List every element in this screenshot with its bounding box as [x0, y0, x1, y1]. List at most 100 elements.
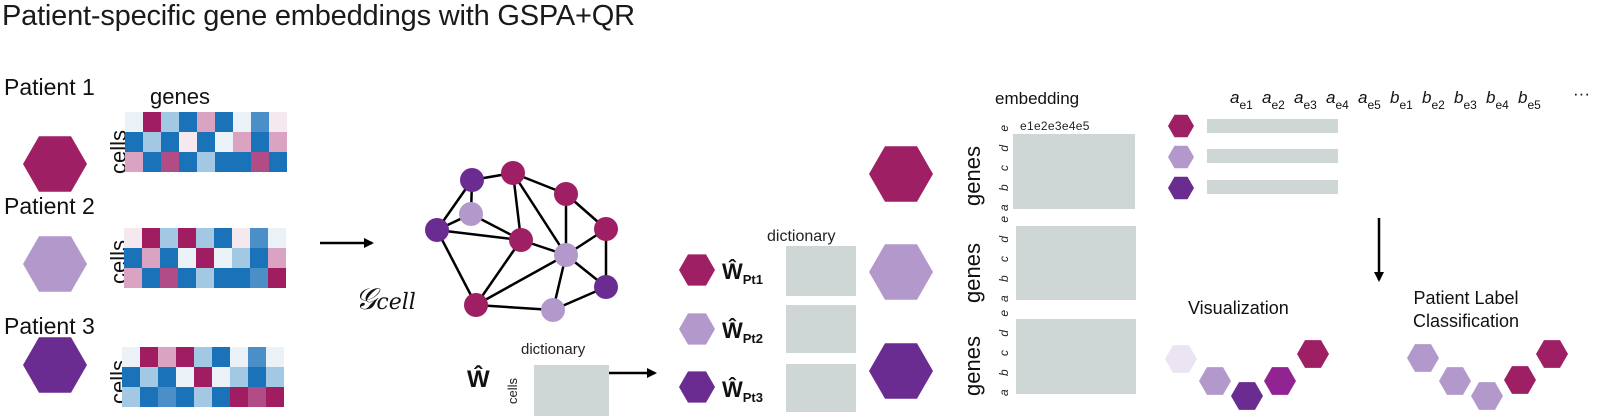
heatmap-cell [250, 268, 268, 288]
embedding-pt3-matrix [1016, 319, 1136, 394]
classification-point-hexagon-icon [1471, 382, 1503, 410]
heatmap-cell [176, 367, 194, 387]
heatmap-cell [250, 228, 268, 248]
coefficient-subscript: e2 [1431, 98, 1445, 112]
heatmap-cell [196, 228, 214, 248]
coefficient-base: b [1486, 88, 1496, 107]
w-pt1-label: ŴPt1 [722, 259, 763, 287]
heatmap-cell [251, 132, 269, 152]
figure-title: Patient-specific gene embeddings with GS… [2, 0, 635, 32]
w-symbol: Ŵ [722, 259, 743, 284]
embedding-pt1-matrix [1013, 134, 1135, 209]
heatmap-cell [142, 268, 160, 288]
heatmap-cell [269, 112, 287, 132]
flattened-pt2-hexagon-icon [1168, 145, 1194, 169]
heatmap-cell [124, 268, 142, 288]
heatmap-cell [196, 248, 214, 268]
graph-node [594, 217, 618, 241]
graph-node [554, 182, 578, 206]
graph-edge [435, 229, 478, 306]
embedding-genes-label: genes [960, 146, 985, 206]
heatmap-cell [178, 228, 196, 248]
coefficient-subscript: e5 [1367, 98, 1381, 112]
heatmap-cell [269, 132, 287, 152]
graph-node [459, 202, 483, 226]
heatmap-cell [230, 387, 248, 407]
coefficient-label: be5 [1518, 88, 1550, 112]
heatmap-cell [269, 152, 287, 172]
flattened-pt1-hexagon-icon [1168, 114, 1194, 138]
embedding-rows-label: a b c d e [997, 304, 1011, 396]
graph-node [460, 168, 484, 192]
coefficient-base: a [1294, 88, 1304, 107]
graph-edge [475, 303, 554, 312]
w-subscript: Pt1 [742, 272, 763, 287]
embedding-rows-label: a b c d e [997, 119, 1011, 211]
w-pt3-matrix [786, 364, 856, 412]
coefficient-base: a [1262, 88, 1272, 107]
flattened-row-pt3 [1207, 180, 1338, 194]
graph-node [554, 243, 578, 267]
coefficient-label: be2 [1422, 88, 1454, 112]
visualization-point-hexagon-icon [1264, 367, 1296, 395]
classification-point-hexagon-icon [1439, 367, 1471, 395]
heatmap-cell [122, 367, 140, 387]
w-subscript: Pt3 [742, 390, 763, 405]
embedding-pt2-matrix [1016, 226, 1136, 300]
graph-edge [511, 172, 568, 256]
patient-2-label: Patient 2 [4, 193, 95, 219]
heatmap-cell [143, 132, 161, 152]
heatmap-cell [266, 347, 284, 367]
coefficient-label: ae3 [1294, 88, 1326, 112]
heatmap-cell [178, 248, 196, 268]
coefficient-subscript: e3 [1463, 98, 1477, 112]
heatmap-cell [214, 248, 232, 268]
coefficient-label: ae5 [1358, 88, 1390, 112]
embedding-genes-label: genes [960, 243, 985, 303]
w-symbol: Ŵ [722, 318, 743, 343]
coefficient-label: be4 [1486, 88, 1518, 112]
coefficient-base: b [1422, 88, 1432, 107]
heatmap-cell [140, 367, 158, 387]
w-pt1-matrix [786, 246, 856, 296]
w-dictionary-label: dictionary [521, 341, 586, 358]
heatmap-cell [124, 248, 142, 268]
flattened-pt3-hexagon-icon [1168, 176, 1194, 200]
classification-point-hexagon-icon [1536, 340, 1568, 368]
patient-1-heatmap [125, 112, 287, 172]
heatmap-cell [251, 152, 269, 172]
w-pt2-hexagon-icon [679, 313, 715, 345]
heatmap-cell [122, 347, 140, 367]
visualization-point-hexagon-icon [1165, 345, 1197, 373]
heatmap-cell [250, 248, 268, 268]
heatmap-cell [232, 248, 250, 268]
heatmap-cell [125, 132, 143, 152]
heatmap-cell [158, 367, 176, 387]
heatmap-cell [160, 228, 178, 248]
heatmap-cell [248, 387, 266, 407]
heatmap-cell [268, 248, 286, 268]
w-symbol: Ŵ [722, 377, 743, 402]
heatmap-cell [122, 387, 140, 407]
graph-label: 𝒢cell [355, 282, 416, 317]
heatmap-cell [124, 228, 142, 248]
graph-edge [475, 253, 567, 307]
heatmap-cell [212, 347, 230, 367]
coefficient-label: be3 [1454, 88, 1486, 112]
classification-point-hexagon-icon [1407, 344, 1439, 372]
heatmap-cell [196, 268, 214, 288]
patient-3-heatmap [122, 347, 284, 407]
genes-axis-label: genes [150, 84, 210, 109]
heatmap-cell [215, 132, 233, 152]
embedding-genes-label: genes [960, 336, 985, 396]
coefficient-label: ae2 [1262, 88, 1294, 112]
heatmap-cell [197, 152, 215, 172]
graph-node [509, 228, 533, 252]
w-pt3-label: ŴPt3 [722, 377, 763, 405]
heatmap-cell [266, 387, 284, 407]
embedding-pt2-hexagon-icon [869, 244, 933, 300]
coefficient-base: a [1358, 88, 1368, 107]
heatmap-cell [268, 228, 286, 248]
